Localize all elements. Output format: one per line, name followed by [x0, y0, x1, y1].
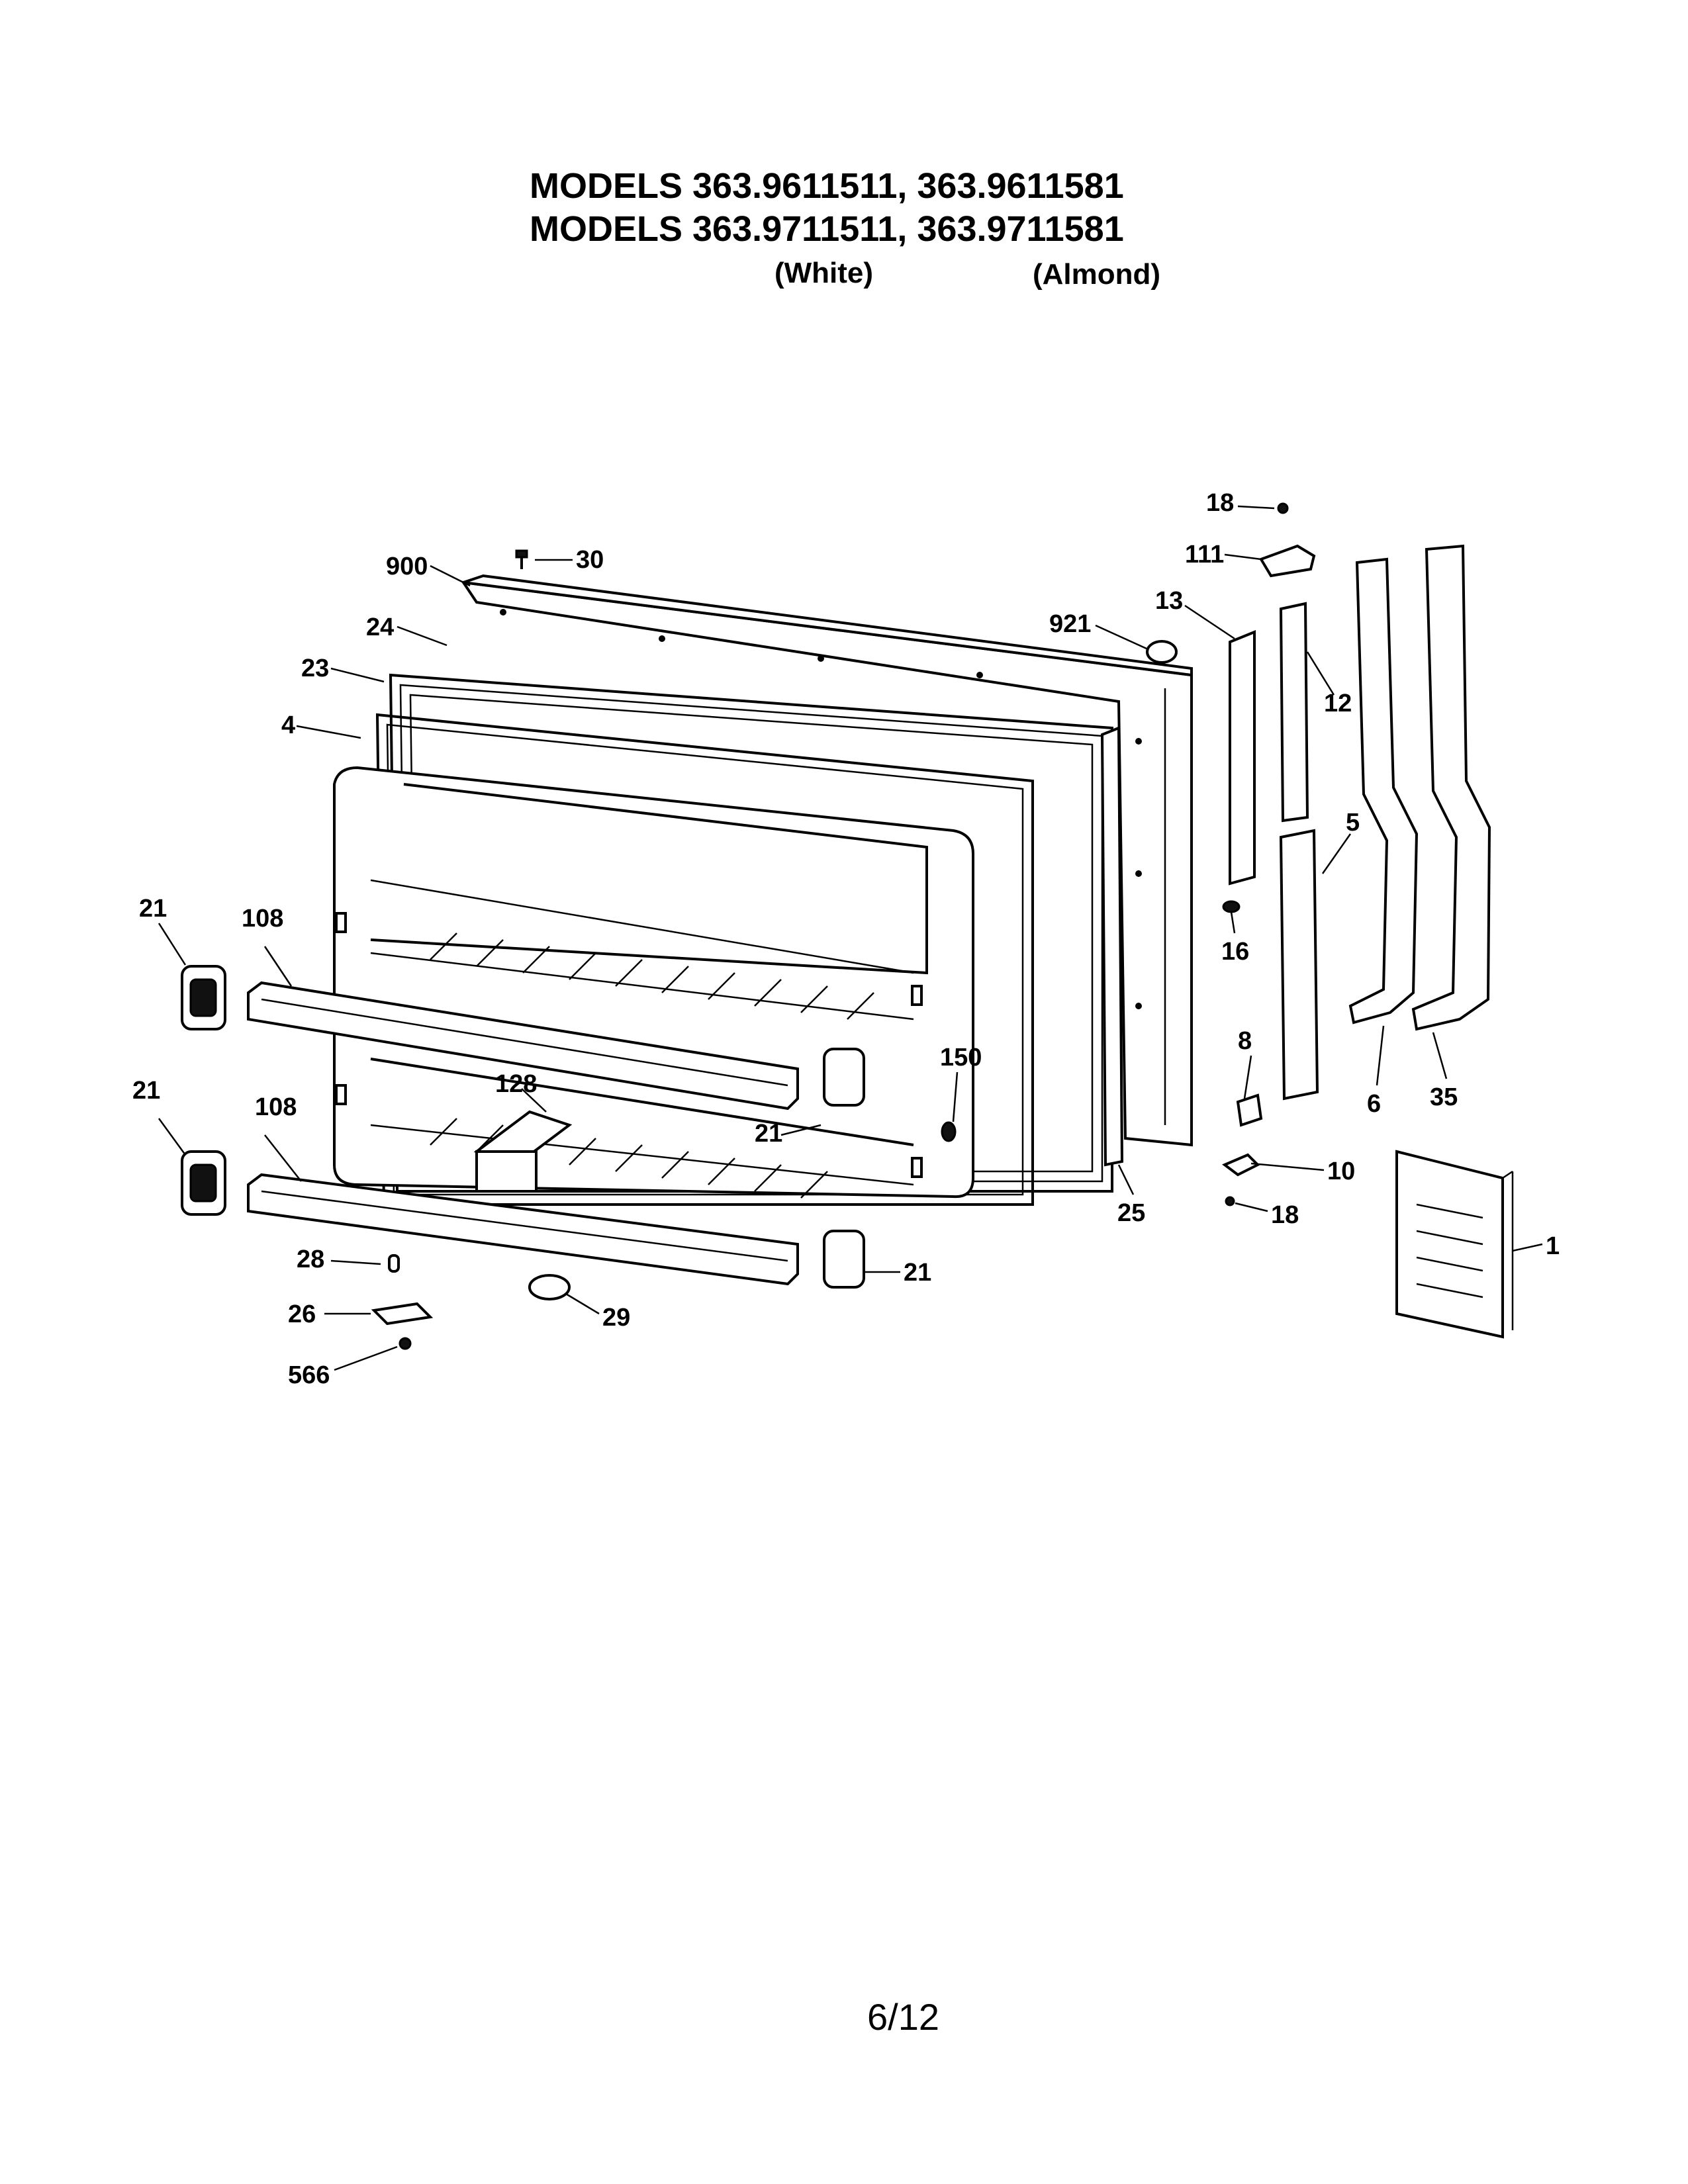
plug-28	[388, 1254, 400, 1273]
screw-16	[1222, 900, 1241, 913]
handle-6	[1348, 557, 1419, 1024]
handle-35	[1411, 544, 1491, 1031]
callout-24: 24	[366, 614, 394, 641]
shelf-end-cap-left-top	[181, 965, 226, 1030]
leader-lines	[158, 505, 1543, 1371]
callout-150: 150	[940, 1044, 982, 1071]
callout-128: 128	[495, 1070, 537, 1098]
channel-12	[1279, 602, 1309, 823]
door-shelf-bar-upper	[247, 981, 799, 1111]
hinge-111	[1259, 544, 1316, 578]
screw-30	[515, 549, 528, 569]
callout-21-mid: 21	[755, 1120, 782, 1148]
callout-4: 4	[281, 711, 295, 739]
models-title-line-2: MODELS 363.9711511, 363.9711581	[530, 209, 1124, 249]
instruction-booklet	[1395, 1150, 1514, 1339]
shelf-end-cap-right-bottom	[823, 1230, 865, 1289]
shelf-end-cap-right-top	[823, 1048, 865, 1107]
callout-29: 29	[602, 1304, 630, 1332]
callout-35: 35	[1430, 1083, 1458, 1111]
shelf-ribs-upper	[430, 933, 874, 1020]
bumper-29	[528, 1274, 571, 1300]
callout-numbers: 900 30 24 23 4 921 13 12 18 111 5 16 8 1…	[132, 489, 1560, 1389]
color-label-almond: (Almond)	[1033, 258, 1161, 291]
callout-16: 16	[1221, 938, 1249, 966]
callout-10: 10	[1327, 1158, 1355, 1185]
callout-28: 28	[297, 1246, 324, 1273]
plug-921	[1146, 640, 1178, 664]
callout-566: 566	[288, 1361, 330, 1389]
clip-8	[1236, 1093, 1263, 1127]
callout-21-left-bottom: 21	[132, 1077, 160, 1105]
callout-30: 30	[576, 546, 604, 574]
bracket-26	[371, 1302, 434, 1326]
callout-18-top: 18	[1206, 489, 1234, 517]
callout-21-bottom: 21	[904, 1259, 931, 1287]
cap-150	[941, 1121, 957, 1142]
inner-door-liner	[333, 766, 974, 1199]
callout-5: 5	[1346, 809, 1360, 837]
outer-door-panel	[460, 574, 1193, 1147]
shelf-retainer	[473, 1110, 573, 1193]
callout-25: 25	[1117, 1199, 1145, 1227]
screw-18-bottom	[1225, 1196, 1235, 1206]
callout-921: 921	[1049, 610, 1091, 638]
models-title-line-1: MODELS 363.9611511, 363.9611581	[530, 166, 1124, 206]
handle-5	[1279, 829, 1319, 1101]
callout-6: 6	[1367, 1090, 1381, 1118]
callout-21-left-top: 21	[139, 895, 167, 923]
callout-12: 12	[1324, 690, 1352, 717]
color-label-white: (White)	[774, 257, 874, 289]
shelf-end-cap-left-bottom	[181, 1150, 226, 1216]
callout-108-top: 108	[242, 905, 283, 933]
door-shelf-bar-lower	[247, 1173, 799, 1286]
screw-18-top	[1277, 502, 1289, 514]
page-number: 6/12	[867, 1996, 939, 2038]
screw-566	[399, 1337, 412, 1350]
gasket-strip-25	[1100, 726, 1124, 1167]
callout-900: 900	[386, 553, 428, 580]
callout-26: 26	[288, 1300, 316, 1328]
callout-23: 23	[301, 655, 329, 682]
callout-13: 13	[1155, 587, 1183, 615]
callout-108-bottom: 108	[255, 1093, 297, 1121]
trim-13	[1229, 630, 1256, 886]
callout-1: 1	[1546, 1232, 1560, 1260]
callout-18-bottom: 18	[1271, 1201, 1299, 1229]
hinge-10	[1222, 1153, 1260, 1177]
callout-111: 111	[1185, 541, 1224, 569]
callout-8: 8	[1238, 1027, 1252, 1055]
